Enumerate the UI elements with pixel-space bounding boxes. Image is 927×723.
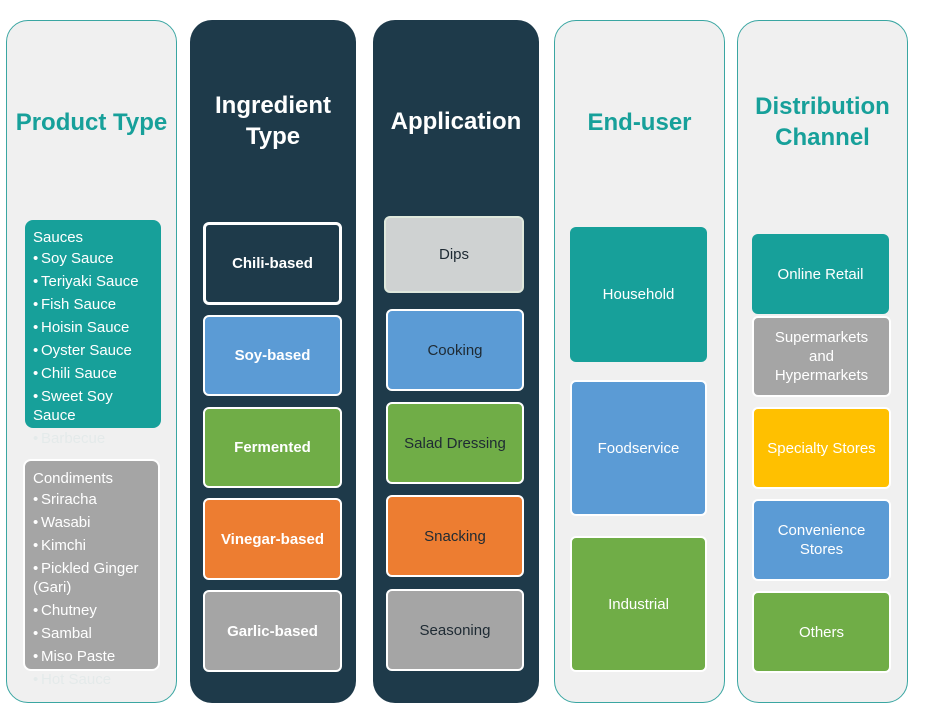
list-item: •Chutney — [33, 602, 97, 619]
ingredient-type-title: Ingredient Type — [190, 90, 356, 152]
sauces-list: •Soy Sauce •Teriyaki Sauce •Fish Sauce •… — [33, 249, 153, 448]
ingredient-fermented: Fermented — [203, 407, 342, 488]
distribution-channel-title-line2: Channel — [775, 124, 870, 151]
list-item: •Miso Paste — [33, 648, 116, 665]
end-user-title: End-user — [587, 109, 692, 136]
ingredient-soy-based: Soy-based — [203, 315, 342, 396]
bullet-icon: • — [33, 342, 39, 359]
bullet-icon: • — [33, 430, 39, 447]
bullet-icon: • — [33, 537, 39, 554]
list-item: •Hoisin Sauce — [33, 319, 130, 336]
bullet-icon: • — [33, 625, 39, 642]
channel-specialty-stores: Specialty Stores — [752, 407, 891, 489]
ingredient-vinegar-based: Vinegar-based — [203, 498, 342, 580]
bullet-icon: • — [33, 648, 39, 665]
application-column: Application Dips Cooking Salad Dressing … — [373, 20, 539, 703]
list-item: •Teriyaki Sauce — [33, 273, 139, 290]
distribution-channel-title-line1: Distribution — [755, 93, 890, 120]
ingredient-type-column: Ingredient Type Chili-based Soy-based Fe… — [190, 20, 356, 703]
bullet-icon: • — [33, 319, 39, 336]
list-item: •Chili Sauce — [33, 365, 117, 382]
sauces-heading: Sauces — [33, 229, 84, 246]
channel-convenience-stores: Convenience Stores — [752, 499, 891, 581]
list-item: •Oyster Sauce — [33, 342, 132, 359]
bullet-icon: • — [33, 365, 39, 382]
bullet-icon: • — [33, 296, 39, 313]
application-salad-dressing: Salad Dressing — [386, 402, 524, 484]
bullet-icon: • — [33, 491, 39, 508]
end-user-column: End-user Household Foodservice Industria… — [554, 20, 725, 703]
bullet-icon: • — [33, 560, 39, 577]
end-user-foodservice: Foodservice — [570, 380, 707, 516]
condiments-list-box: Condiments •Sriracha •Wasabi •Kimchi •Pi… — [23, 459, 160, 688]
ingredient-garlic-based: Garlic-based — [203, 590, 342, 672]
list-item: •Sriracha — [33, 491, 97, 508]
ingredient-chili-based: Chili-based — [203, 222, 342, 305]
product-type-column: Product Type Sauces •Soy Sauce •Teriyaki… — [6, 20, 177, 703]
condiments-heading: Condiments — [33, 470, 114, 487]
channel-others: Others — [752, 591, 891, 673]
channel-supermarkets-hypermarkets: Supermarkets and Hypermarkets — [752, 316, 891, 397]
application-cooking: Cooking — [386, 309, 524, 391]
end-user-industrial: Industrial — [570, 536, 707, 672]
bullet-icon: • — [33, 602, 39, 619]
list-item: •Pickled Ginger (Gari) — [33, 560, 139, 596]
list-item: •Sambal — [33, 625, 92, 642]
list-item: •Sweet Soy Sauce — [33, 388, 113, 424]
bullet-icon: • — [33, 388, 39, 405]
bullet-icon: • — [33, 250, 39, 267]
distribution-channel-title: Distribution Channel — [738, 91, 907, 153]
list-item: •Wasabi — [33, 514, 91, 531]
application-title: Application — [390, 108, 522, 135]
list-item: •Kimchi — [33, 537, 87, 554]
end-user-household: Household — [570, 227, 707, 362]
distribution-channel-column: Distribution Channel Online Retail Super… — [737, 20, 908, 703]
application-seasoning: Seasoning — [386, 589, 524, 671]
bullet-icon: • — [33, 273, 39, 290]
list-item: •Hot Sauce — [33, 671, 112, 688]
sauces-list-box: Sauces •Soy Sauce •Teriyaki Sauce •Fish … — [25, 220, 161, 447]
list-item: •Soy Sauce — [33, 250, 114, 267]
list-item: •Fish Sauce — [33, 296, 117, 313]
channel-online-retail: Online Retail — [752, 234, 889, 314]
application-dips: Dips — [384, 216, 524, 293]
product-type-title: Product Type — [15, 109, 168, 136]
application-snacking: Snacking — [386, 495, 524, 577]
ingredient-type-title-line2: Type — [245, 123, 301, 150]
bullet-icon: • — [33, 514, 39, 531]
condiments-list: •Sriracha •Wasabi •Kimchi •Pickled Ginge… — [33, 490, 150, 689]
ingredient-type-title-line1: Ingredient — [214, 92, 331, 119]
list-item: •Barbecue — [33, 430, 106, 447]
bullet-icon: • — [33, 671, 39, 688]
